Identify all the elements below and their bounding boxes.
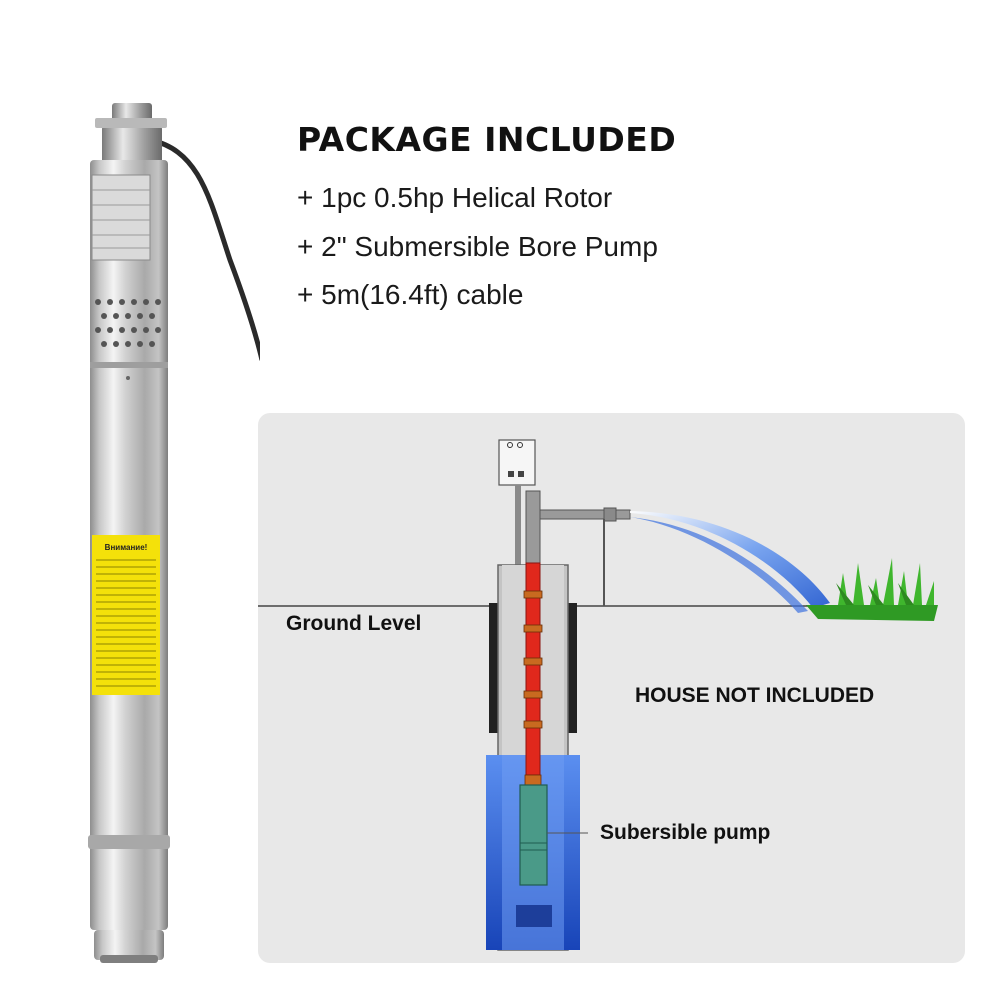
package-list: + 1pc 0.5hp Helical Rotor + 2" Submersib… [297, 178, 658, 324]
warning-sticker-heading: Внимание! [105, 543, 148, 552]
control-box [498, 439, 536, 486]
well-diagram [258, 439, 938, 951]
grass-patch [806, 558, 938, 621]
house-not-included-label: HOUSE NOT INCLUDED [635, 684, 875, 707]
submersible-pump-label: Subersible pump [600, 821, 771, 844]
pump-nameplate [91, 174, 151, 261]
package-item: + 2" Submersible Bore Pump [297, 230, 658, 262]
water-spray [630, 511, 830, 608]
package-item: + 5m(16.4ft) cable [297, 279, 524, 310]
diagram-panel [258, 413, 965, 963]
pump-photo: Внимание! [88, 103, 260, 963]
intake-holes [95, 299, 161, 347]
submersible-pump-diagram [519, 784, 548, 886]
ground-level-label: Ground Level [286, 612, 422, 635]
package-title: PACKAGE INCLUDED [297, 120, 677, 159]
pump-cable [149, 137, 260, 361]
package-item: + 1pc 0.5hp Helical Rotor [297, 182, 613, 213]
warning-sticker: Внимание! [92, 535, 160, 695]
